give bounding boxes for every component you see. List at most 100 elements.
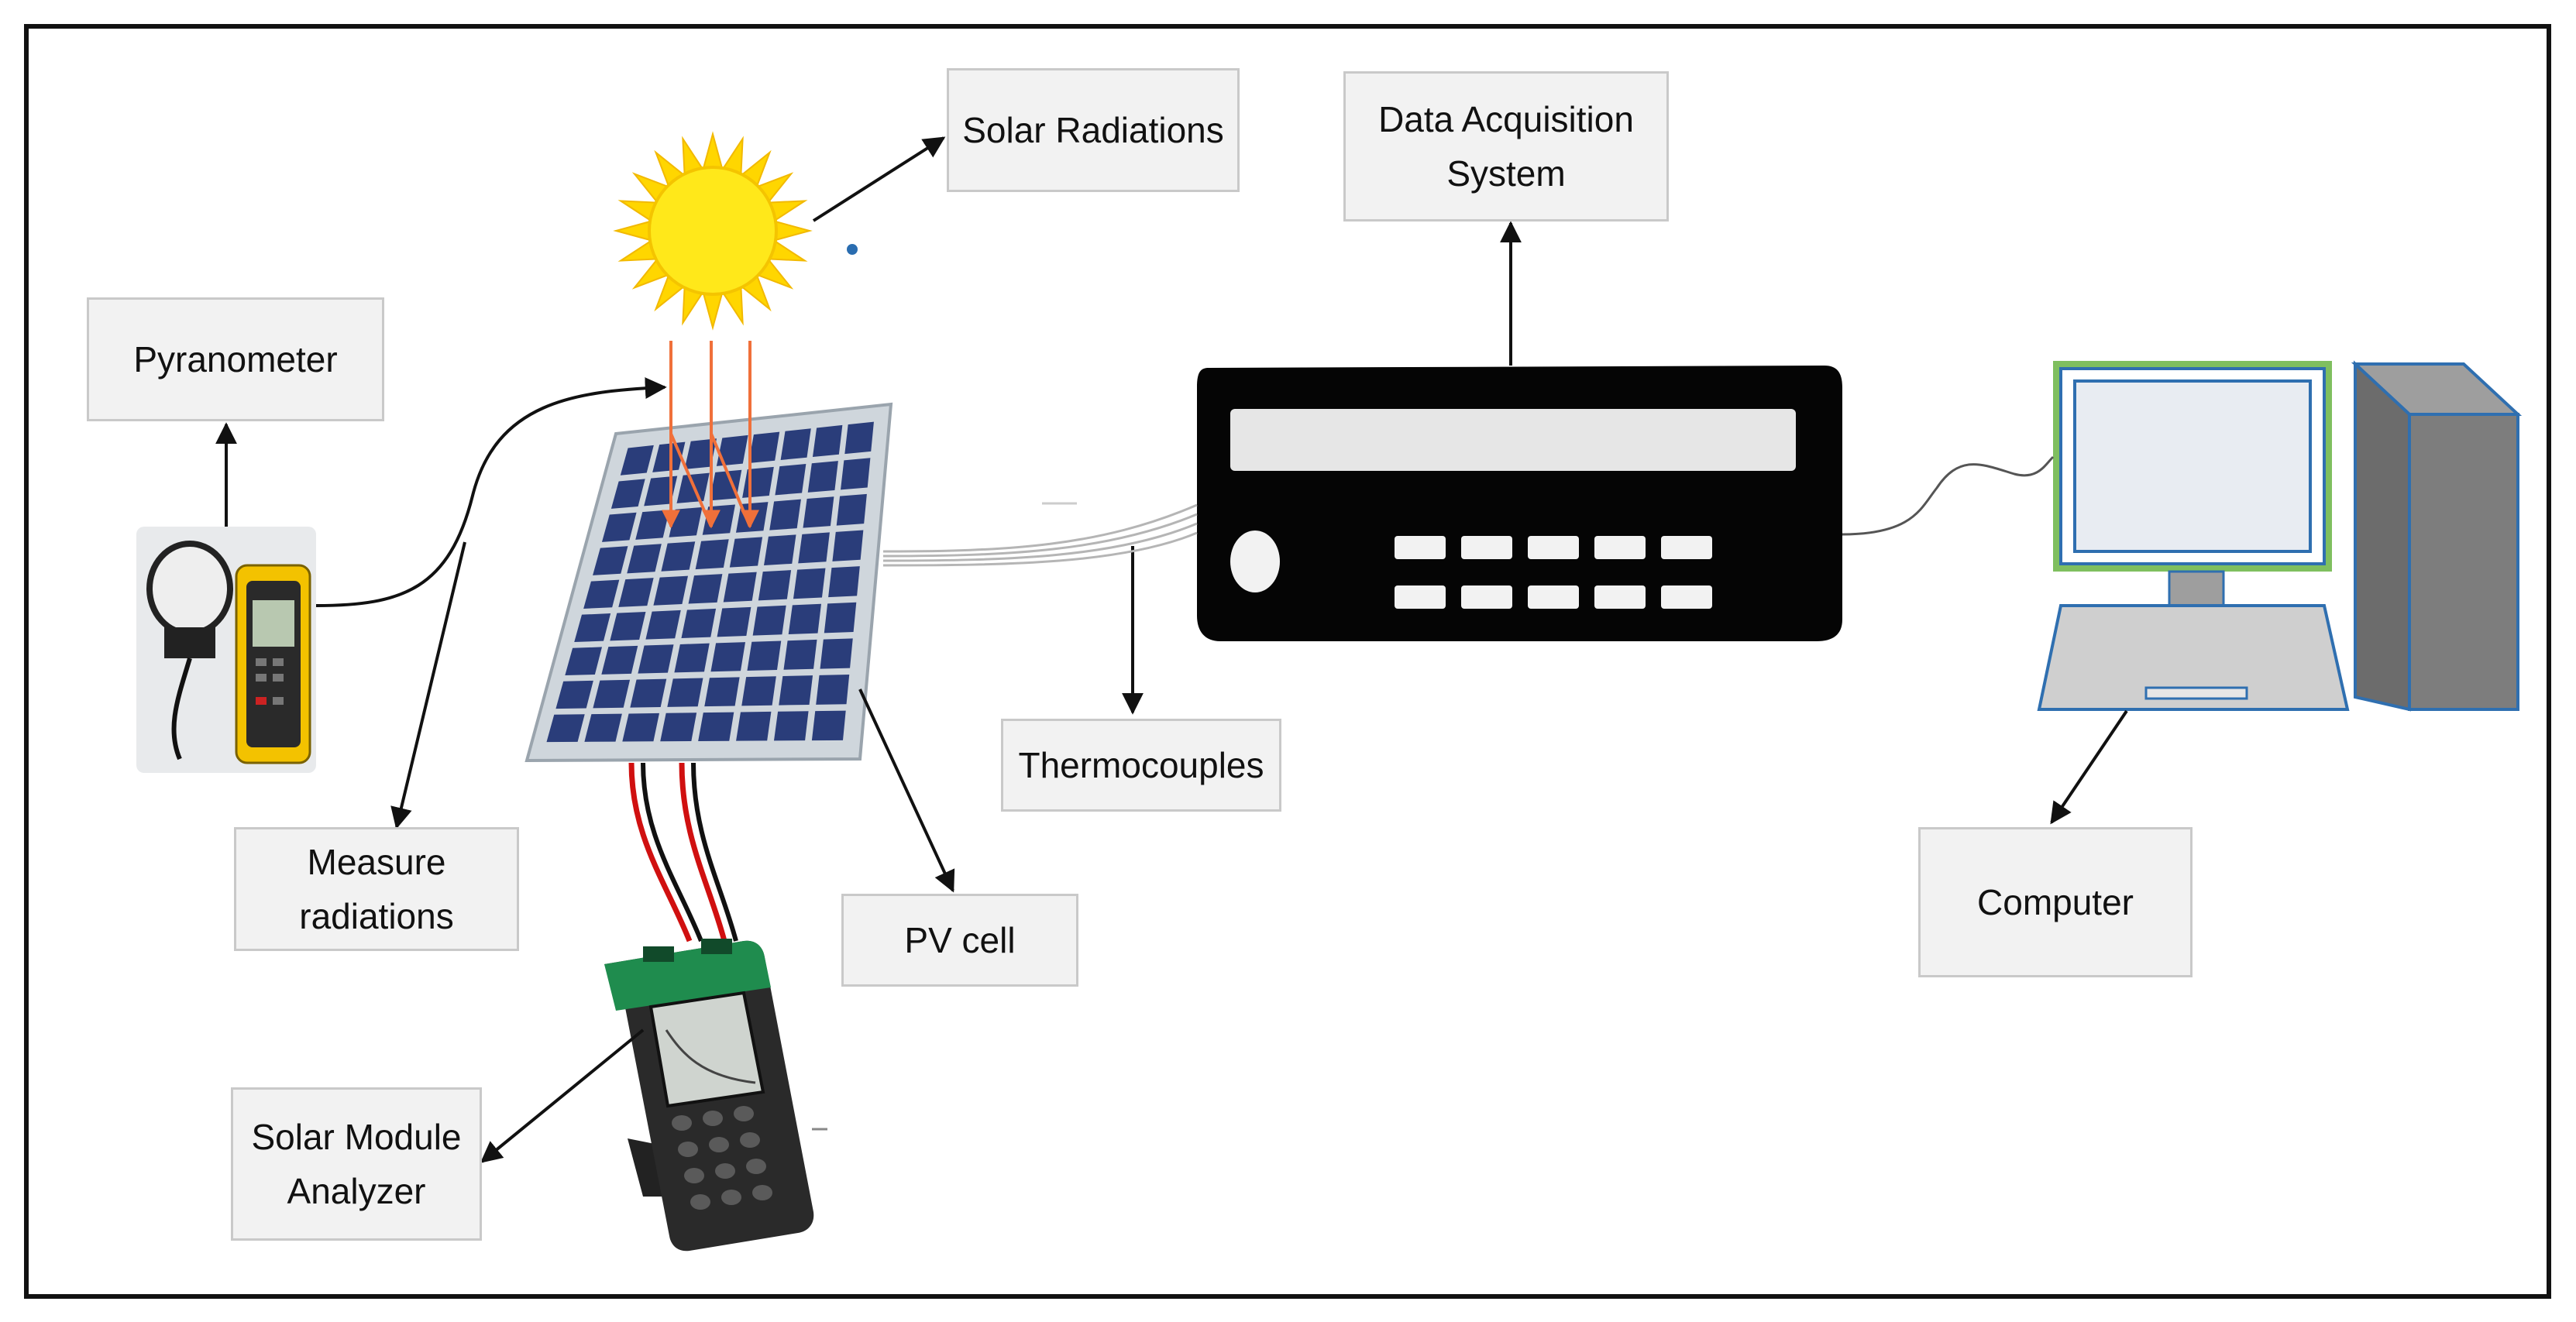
panel-cell	[684, 438, 717, 469]
panel-cell	[660, 713, 697, 742]
panel-cell	[574, 613, 611, 642]
panel-cell	[758, 570, 792, 601]
label-data-acquisition-line2: System	[1446, 153, 1566, 194]
label-computer: Computer	[1918, 827, 2193, 977]
label-thermocouples: Thermocouples	[1001, 719, 1281, 812]
panel-cell	[812, 424, 843, 458]
sun-ray	[702, 291, 724, 331]
panel-cell	[723, 572, 757, 603]
outer-border	[24, 24, 2551, 1299]
analyzer-key	[734, 1106, 754, 1121]
label-measure-line2: radiations	[299, 896, 454, 936]
label-pv-cell-text: PV cell	[904, 920, 1016, 960]
label-thermocouples-text: Thermocouples	[1018, 745, 1264, 785]
panel-cell	[601, 645, 638, 675]
panel-cell	[844, 421, 874, 455]
panel-cell	[824, 602, 857, 634]
analyzer-key	[690, 1194, 710, 1210]
panel-cell	[546, 714, 585, 743]
panel-cell	[741, 676, 776, 706]
panel-cell	[565, 647, 603, 676]
logger-key	[1528, 585, 1579, 609]
panel-cell	[803, 496, 834, 528]
pyranometer-device-icon	[136, 527, 316, 773]
label-measure-radiations: Measure radiations	[234, 827, 519, 951]
panel-cell	[667, 678, 703, 707]
logger-key	[1661, 536, 1712, 559]
panel-cell	[779, 675, 813, 706]
arrow-solar-radiations	[812, 136, 946, 222]
panel-cell	[620, 445, 654, 476]
arrow-pv-cell	[858, 688, 955, 893]
dot-marker	[847, 244, 858, 255]
analyzer-key	[672, 1115, 692, 1131]
arrow-computer	[2050, 709, 2128, 825]
arrow-analyzer	[480, 1028, 645, 1163]
panel-cell	[583, 579, 620, 609]
panel-cell	[717, 606, 751, 637]
analyzer-key	[703, 1111, 723, 1126]
panel-cell	[783, 639, 817, 670]
panel-cell	[798, 532, 830, 564]
label-pyranometer: Pyranometer	[87, 297, 384, 421]
panel-cell	[709, 469, 742, 501]
panel-cell	[593, 546, 628, 575]
sun-ray	[613, 220, 652, 242]
panel-cell	[644, 476, 678, 506]
logger-key	[1528, 536, 1579, 559]
logger-key	[1395, 536, 1446, 559]
logger-key	[1594, 536, 1646, 559]
panel-cell	[729, 537, 763, 568]
panel-cell	[584, 713, 622, 742]
panel-cell	[661, 541, 696, 572]
panel-cell	[610, 611, 646, 641]
panel-cell	[622, 713, 660, 742]
panel-cell	[653, 575, 689, 606]
data-logger-icon	[1197, 366, 1842, 641]
analyzer-key	[746, 1159, 766, 1174]
panel-cell	[793, 568, 826, 599]
sun-ray	[702, 131, 724, 170]
label-data-acquisition-line1: Data Acquisition	[1378, 99, 1634, 139]
panel-cell	[716, 434, 748, 466]
panel-cell	[695, 539, 729, 570]
arrow-measure-radiations	[390, 541, 466, 829]
panel-cell	[828, 566, 860, 598]
logger-computer-cable	[1842, 455, 2055, 536]
analyzer-key	[721, 1190, 741, 1205]
panel-cell	[601, 512, 637, 542]
solar-panel-icon	[524, 402, 893, 943]
label-solar-module-analyzer: Solar Module Analyzer	[231, 1087, 482, 1241]
panel-cell	[752, 605, 786, 636]
logger-key	[1661, 585, 1712, 609]
sun-ray	[773, 220, 813, 242]
panel-cell	[710, 642, 746, 672]
label-solar-module-line2: Analyzer	[287, 1171, 426, 1211]
panel-cell	[775, 463, 807, 496]
panel-cell	[704, 677, 740, 707]
analyzer-key	[709, 1137, 729, 1152]
panel-cell	[698, 712, 734, 741]
panel-cell	[769, 499, 801, 531]
connectors	[215, 136, 2128, 1163]
panel-cell	[788, 603, 821, 634]
label-data-acquisition: Data Acquisition System	[1343, 71, 1669, 221]
label-measure-line1: Measure	[307, 842, 446, 882]
sun-icon	[613, 131, 813, 331]
panel-cell	[610, 479, 645, 509]
analyzer-key	[684, 1168, 704, 1183]
arrow-measure-to-panel	[315, 377, 667, 607]
panel-cell	[618, 578, 654, 607]
panel-cell	[764, 534, 796, 565]
panel-cell	[836, 493, 867, 526]
label-computer-text: Computer	[1977, 882, 2134, 922]
panel-cell	[627, 544, 662, 574]
panel-cell	[780, 428, 811, 460]
logger-key	[1461, 536, 1512, 559]
logger-key	[1594, 585, 1646, 609]
logger-key	[1461, 585, 1512, 609]
panel-cell	[748, 431, 780, 463]
panel-cell	[807, 461, 838, 493]
